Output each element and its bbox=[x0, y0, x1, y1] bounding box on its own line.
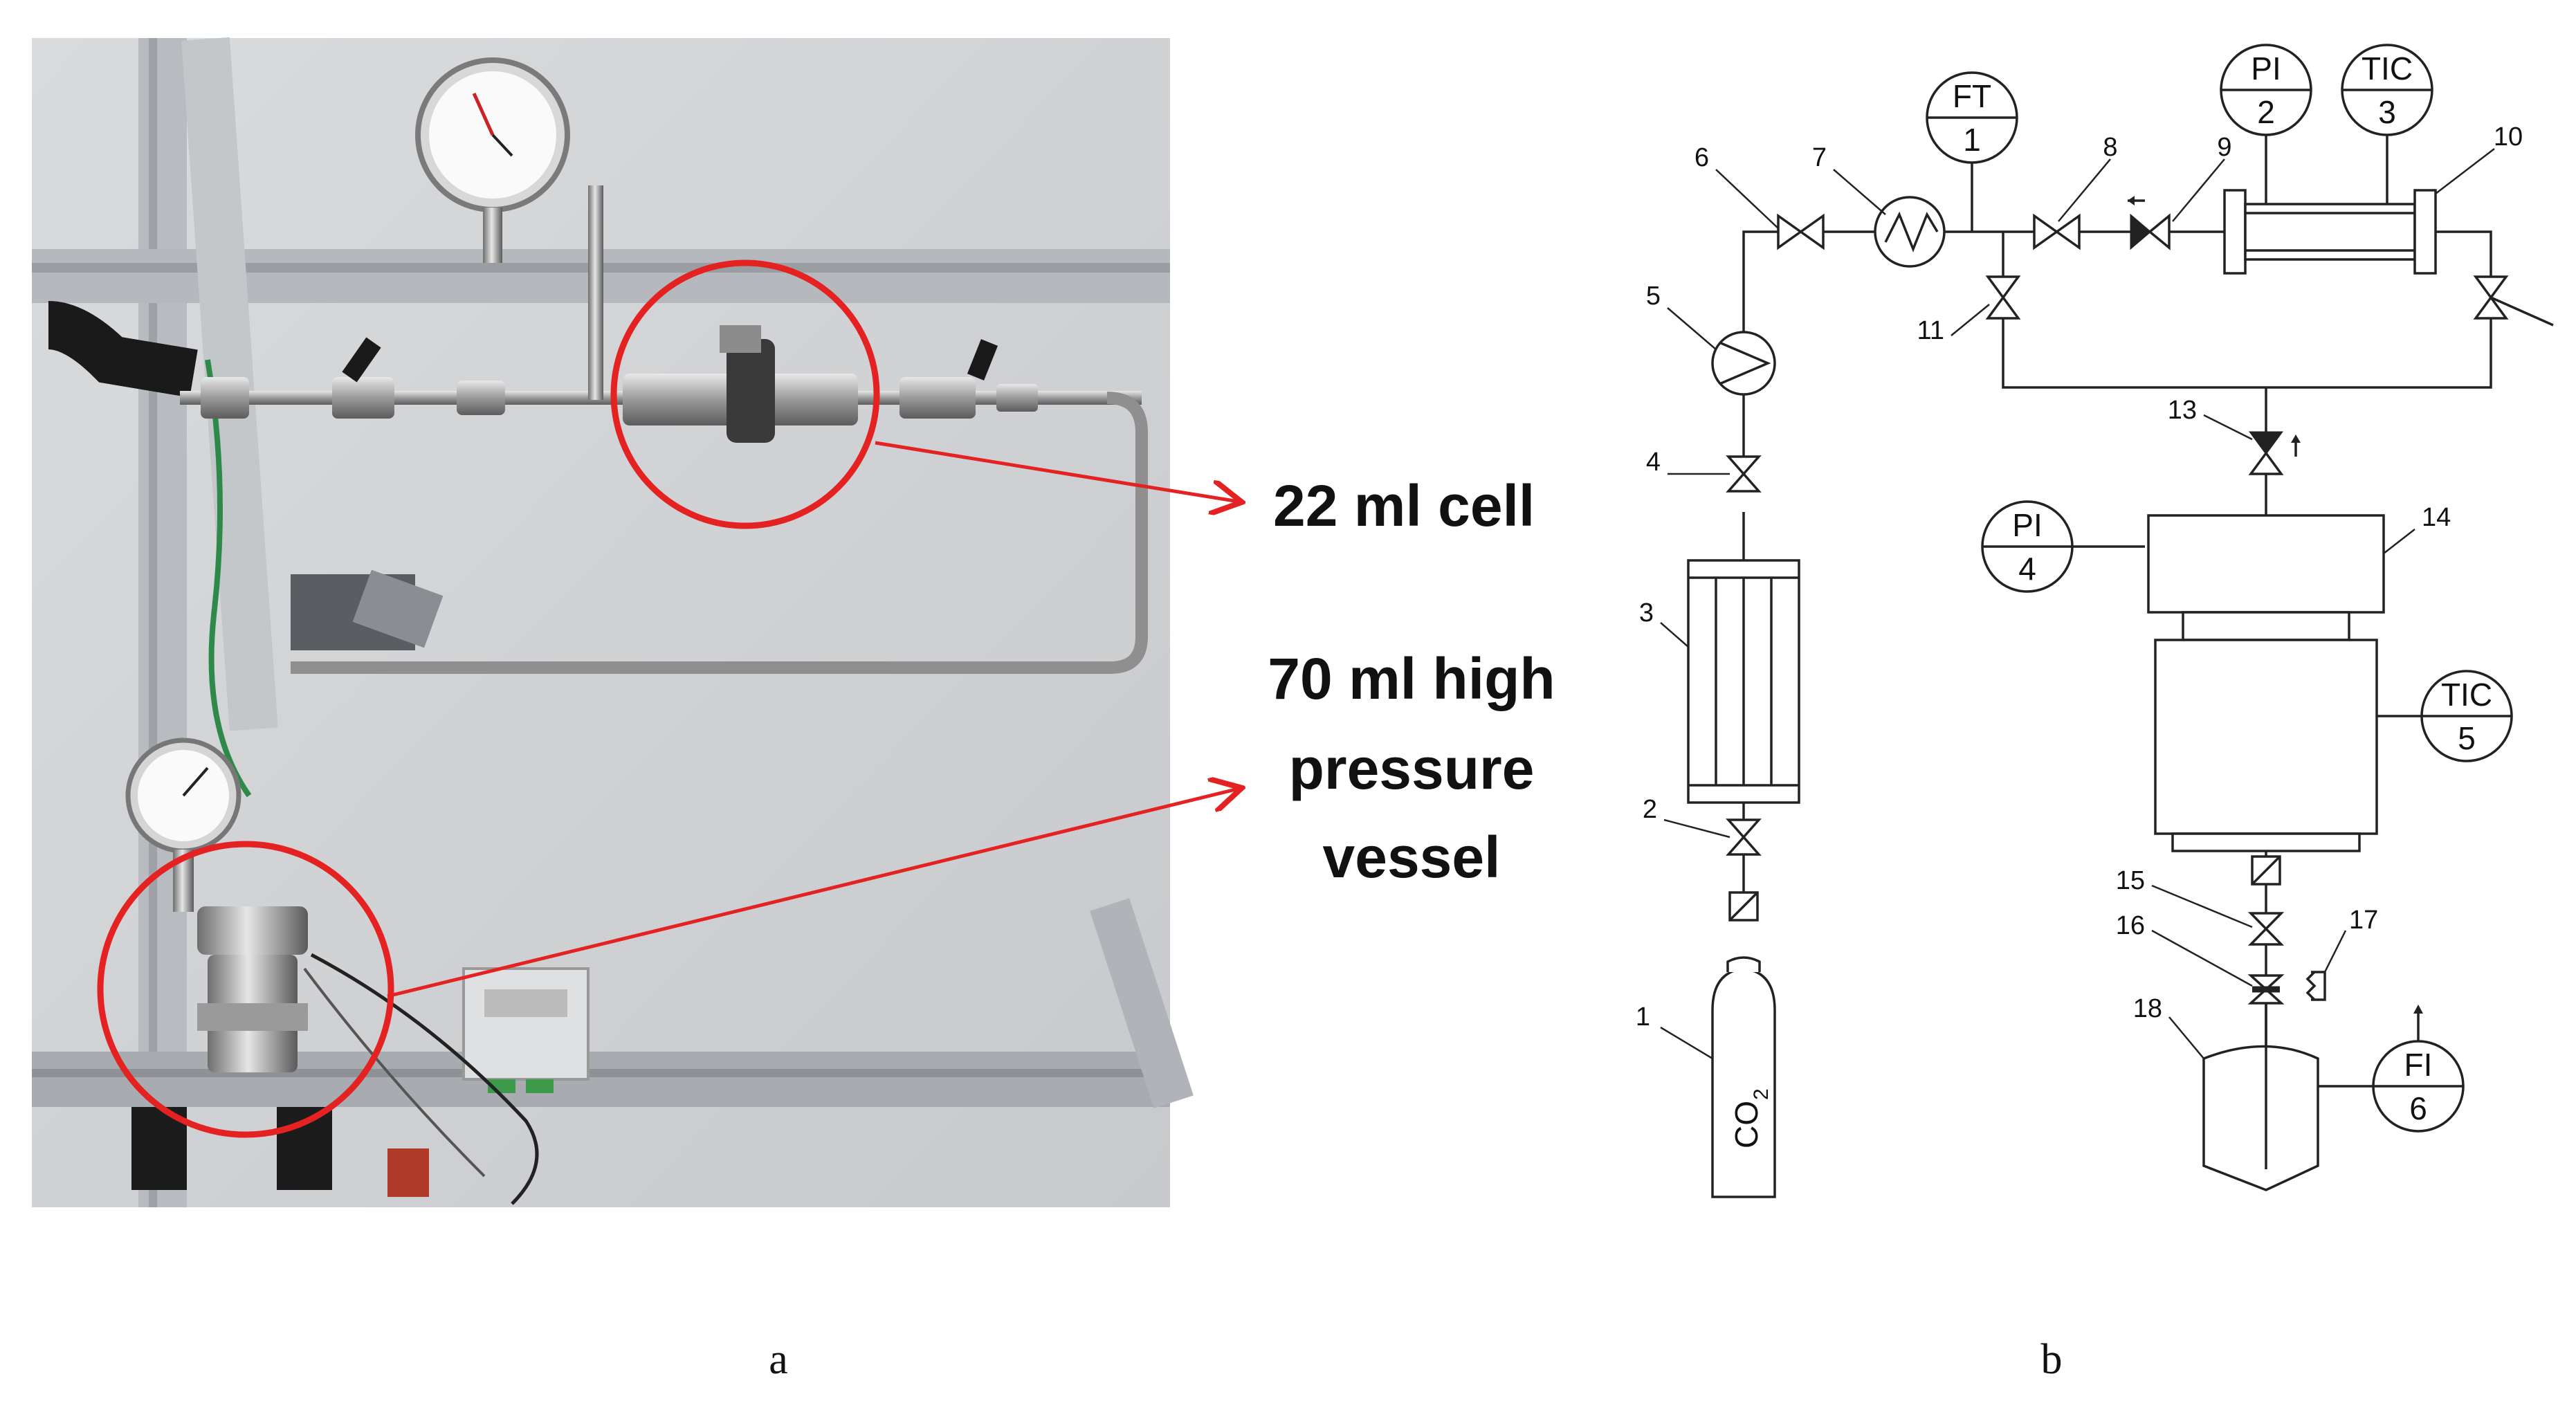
instrument-number: 3 bbox=[2378, 94, 2396, 130]
component-number-10: 10 bbox=[2494, 122, 2523, 152]
arrow-to-cell-label bbox=[875, 441, 1239, 502]
highlight-circle-cell bbox=[610, 259, 880, 529]
component-number-15: 15 bbox=[2116, 866, 2145, 895]
instrument-number: 6 bbox=[2409, 1090, 2427, 1126]
cylinder-label: CO bbox=[1728, 1101, 1764, 1148]
valve-4-icon bbox=[1726, 455, 1762, 493]
valve-2-icon bbox=[1726, 818, 1762, 875]
component-number-1: 1 bbox=[1636, 1002, 1650, 1032]
cylinder-subscript: 2 bbox=[1750, 1088, 1773, 1100]
component-number-7: 7 bbox=[1812, 143, 1827, 172]
green-cable bbox=[205, 359, 252, 798]
callout-vessel-line-1: 70 ml high bbox=[1268, 646, 1555, 711]
filter-element-2 bbox=[1728, 891, 1759, 922]
arrow-to-vessel-label bbox=[387, 789, 1239, 998]
wiring bbox=[310, 953, 539, 1205]
view-cell-10 bbox=[2223, 189, 2437, 275]
high-pressure-vessel-14 bbox=[2147, 514, 2385, 852]
pressure-gauge-top bbox=[415, 57, 570, 263]
component-number-3: 3 bbox=[1639, 598, 1654, 628]
component-number-4: 4 bbox=[1646, 448, 1661, 477]
callout-vessel-line-3: vessel bbox=[1323, 825, 1501, 890]
valve-10-outlet-icon bbox=[2473, 275, 2509, 320]
instrument-number: 2 bbox=[2257, 94, 2275, 130]
instrument-tic-5: TIC 5 bbox=[2420, 670, 2513, 762]
instrument-pi-4: PI 4 bbox=[1981, 500, 2074, 593]
check-valve-13 bbox=[2248, 431, 2301, 475]
component-number-5: 5 bbox=[1646, 282, 1661, 311]
component-number-16: 16 bbox=[2116, 911, 2145, 940]
instrument-number: 1 bbox=[1963, 122, 1981, 158]
instrument-tag: PI bbox=[2251, 51, 2281, 86]
instrument-tag: FT bbox=[1953, 78, 1991, 114]
filter-element-14 bbox=[2251, 855, 2281, 886]
callout-cell-label: 22 ml cell bbox=[1273, 473, 1535, 538]
connector-plug bbox=[387, 1148, 429, 1197]
instrument-ft-1: FT 1 bbox=[1926, 71, 2018, 232]
valve-6-icon bbox=[1777, 213, 1825, 250]
collector-18 bbox=[2202, 1003, 2319, 1191]
caption-b: b bbox=[2041, 1336, 2063, 1383]
caption-a: a bbox=[769, 1336, 788, 1383]
metering-valve-16 bbox=[2247, 974, 2285, 1005]
check-valve-9 bbox=[2128, 196, 2171, 250]
component-number-6: 6 bbox=[1695, 143, 1709, 172]
vessel-70ml-body bbox=[131, 906, 332, 1190]
co2-cylinder: CO 2 bbox=[1711, 956, 1776, 1198]
component-number-2: 2 bbox=[1643, 795, 1657, 824]
panel-b-schematic: CO 2 bbox=[1636, 44, 2554, 1198]
component-number-11: 11 bbox=[1917, 316, 1944, 345]
component-number-8: 8 bbox=[2103, 133, 2117, 162]
instrument-pi-2: PI 2 bbox=[2220, 44, 2312, 204]
controller-box bbox=[462, 967, 590, 1093]
instrument-tag: TIC bbox=[2441, 677, 2492, 713]
instrument-tag: PI bbox=[2012, 507, 2042, 543]
component-number-17: 17 bbox=[2349, 906, 2378, 935]
valve-11-icon bbox=[1985, 275, 2021, 320]
valve-15-icon bbox=[2247, 912, 2285, 946]
pump-5 bbox=[1711, 331, 1776, 396]
callout-vessel-line-2: pressure bbox=[1289, 736, 1535, 801]
instrument-tic-3: TIC 3 bbox=[2341, 44, 2433, 204]
insulated-hose bbox=[47, 301, 198, 398]
heat-exchanger-7 bbox=[1874, 196, 1946, 268]
instrument-tag: FI bbox=[2404, 1047, 2433, 1083]
instrument-number: 5 bbox=[2458, 720, 2476, 756]
component-number-9: 9 bbox=[2217, 133, 2231, 162]
heater-17 bbox=[2305, 971, 2326, 1001]
instrument-fi-6: FI 6 bbox=[2372, 1005, 2465, 1133]
component-number-14: 14 bbox=[2422, 503, 2451, 532]
condenser-3 bbox=[1687, 559, 1800, 804]
leader-lines bbox=[1660, 148, 2495, 1060]
highlight-circle-vessel bbox=[97, 841, 394, 1138]
cell-22ml-body bbox=[623, 325, 858, 443]
component-number-13: 13 bbox=[2168, 396, 2197, 425]
valve-8-icon bbox=[2033, 213, 2081, 250]
pressure-gauge-bottom bbox=[125, 738, 241, 912]
component-number-18: 18 bbox=[2133, 994, 2162, 1023]
instrument-tag: TIC bbox=[2362, 51, 2413, 86]
panel-a-photo bbox=[32, 37, 1239, 1207]
instrument-number: 4 bbox=[2018, 551, 2036, 587]
